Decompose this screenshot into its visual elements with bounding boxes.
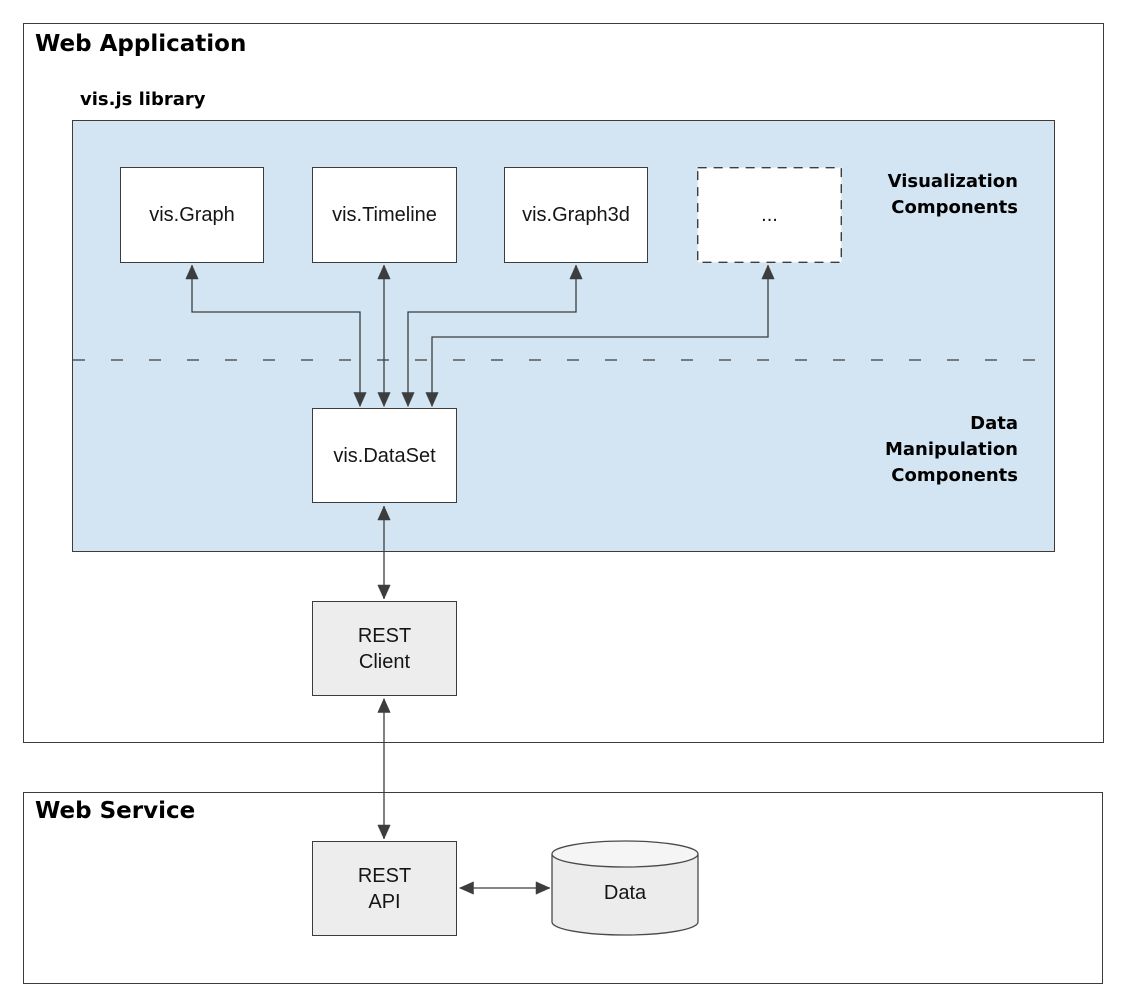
rest-client-label: REST Client [357,624,412,673]
data-manipulation-components-label: Data Manipulation Components [884,413,1018,486]
rest-api-label: REST API [357,864,412,913]
more-components-label: ... [761,204,778,226]
vis-timeline-label: vis.Timeline [332,204,437,226]
component-box-vis-graph: vis.Graph [120,167,264,263]
visjs-library-title: vis.js library [80,89,206,110]
vis-graph3d-label: vis.Graph3d [522,204,630,226]
vis-graph-label: vis.Graph [149,204,235,226]
web-service-frame [23,792,1103,984]
rest-client-box: REST Client [312,601,457,696]
vis-dataset-box: vis.DataSet [312,408,457,503]
rest-api-box: REST API [312,841,457,936]
web-application-frame [23,23,1104,743]
visualization-components-label: Visualization Components [887,171,1018,218]
web-application-title: Web Application [35,31,247,57]
data-store-label: Data [603,882,647,904]
component-box-vis-timeline: vis.Timeline [312,167,457,263]
component-box-more: ... [697,167,842,263]
web-service-title: Web Service [35,798,196,824]
vis-dataset-label: vis.DataSet [333,444,436,467]
component-box-vis-graph3d: vis.Graph3d [504,167,648,263]
